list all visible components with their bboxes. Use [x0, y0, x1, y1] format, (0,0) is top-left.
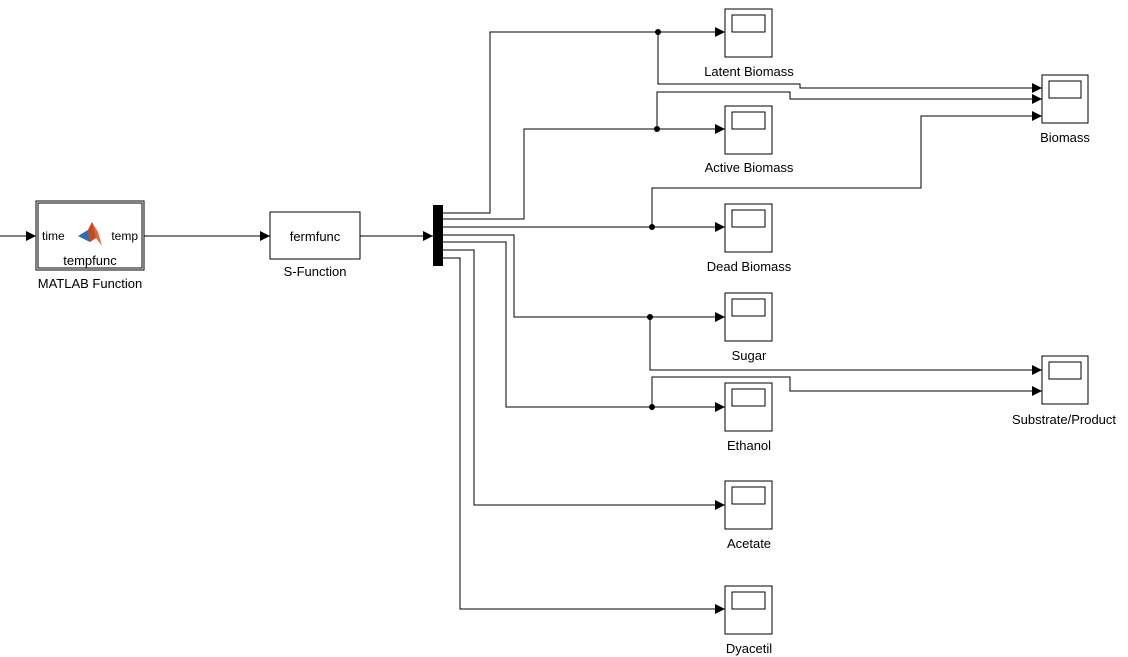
matlab-function-block-text: tempfunc	[63, 253, 117, 268]
scope-latent-biomass-label: Latent Biomass	[704, 64, 794, 79]
matlab-logo-icon	[78, 222, 102, 246]
scope-latent-biomass[interactable]	[724, 8, 773, 58]
s-function-label: S-Function	[284, 264, 347, 279]
wire-dyacetil	[443, 257, 725, 614]
s-function-block[interactable]: fermfunc	[269, 211, 361, 260]
temp-port-label: temp	[111, 229, 138, 243]
scope-acetate-label: Acetate	[727, 536, 771, 551]
wire-sugar-to-substrate	[649, 317, 1042, 375]
scope-dyacetil-label: Dyacetil	[726, 641, 772, 656]
scope-substrate-product[interactable]	[1041, 355, 1089, 405]
demux-block[interactable]	[433, 205, 443, 266]
scope-biomass-label: Biomass	[1040, 130, 1090, 145]
scope-sugar[interactable]	[724, 292, 773, 342]
branch-point	[655, 29, 661, 35]
scope-dead-biomass[interactable]	[724, 203, 773, 253]
scope-dead-biomass-label: Dead Biomass	[707, 259, 792, 274]
branch-point	[649, 224, 655, 230]
wire-sugar	[443, 234, 725, 322]
scope-dyacetil[interactable]	[724, 585, 773, 635]
signal-wires	[0, 27, 1042, 614]
wire-latent	[443, 27, 725, 214]
scope-ethanol-label: Ethanol	[727, 438, 771, 453]
wire-active-to-biomass	[656, 91, 1042, 129]
matlab-function-label: MATLAB Function	[38, 276, 143, 291]
scope-sugar-label: Sugar	[732, 348, 767, 363]
branch-point	[647, 314, 653, 320]
scope-biomass[interactable]	[1041, 74, 1089, 124]
matlab-function-block[interactable]: time temp tempfunc	[35, 200, 145, 271]
scope-active-biomass[interactable]	[724, 105, 773, 155]
scope-substrate-product-label: Substrate/Product	[1012, 412, 1116, 427]
wire-ethanol	[443, 241, 725, 412]
wire-acetate	[443, 249, 725, 510]
wire-active	[443, 124, 725, 220]
branch-point	[654, 126, 660, 132]
wire-dead-to-biomass	[651, 111, 1042, 227]
branch-point	[649, 404, 655, 410]
s-function-block-text: fermfunc	[290, 229, 341, 244]
scope-acetate[interactable]	[724, 480, 773, 530]
time-port-label: time	[42, 229, 65, 243]
wire-latent-to-biomass	[657, 32, 1042, 93]
scope-ethanol[interactable]	[724, 382, 773, 432]
wire-ethanol-to-substrate	[651, 376, 1042, 407]
scope-active-biomass-label: Active Biomass	[705, 160, 794, 175]
